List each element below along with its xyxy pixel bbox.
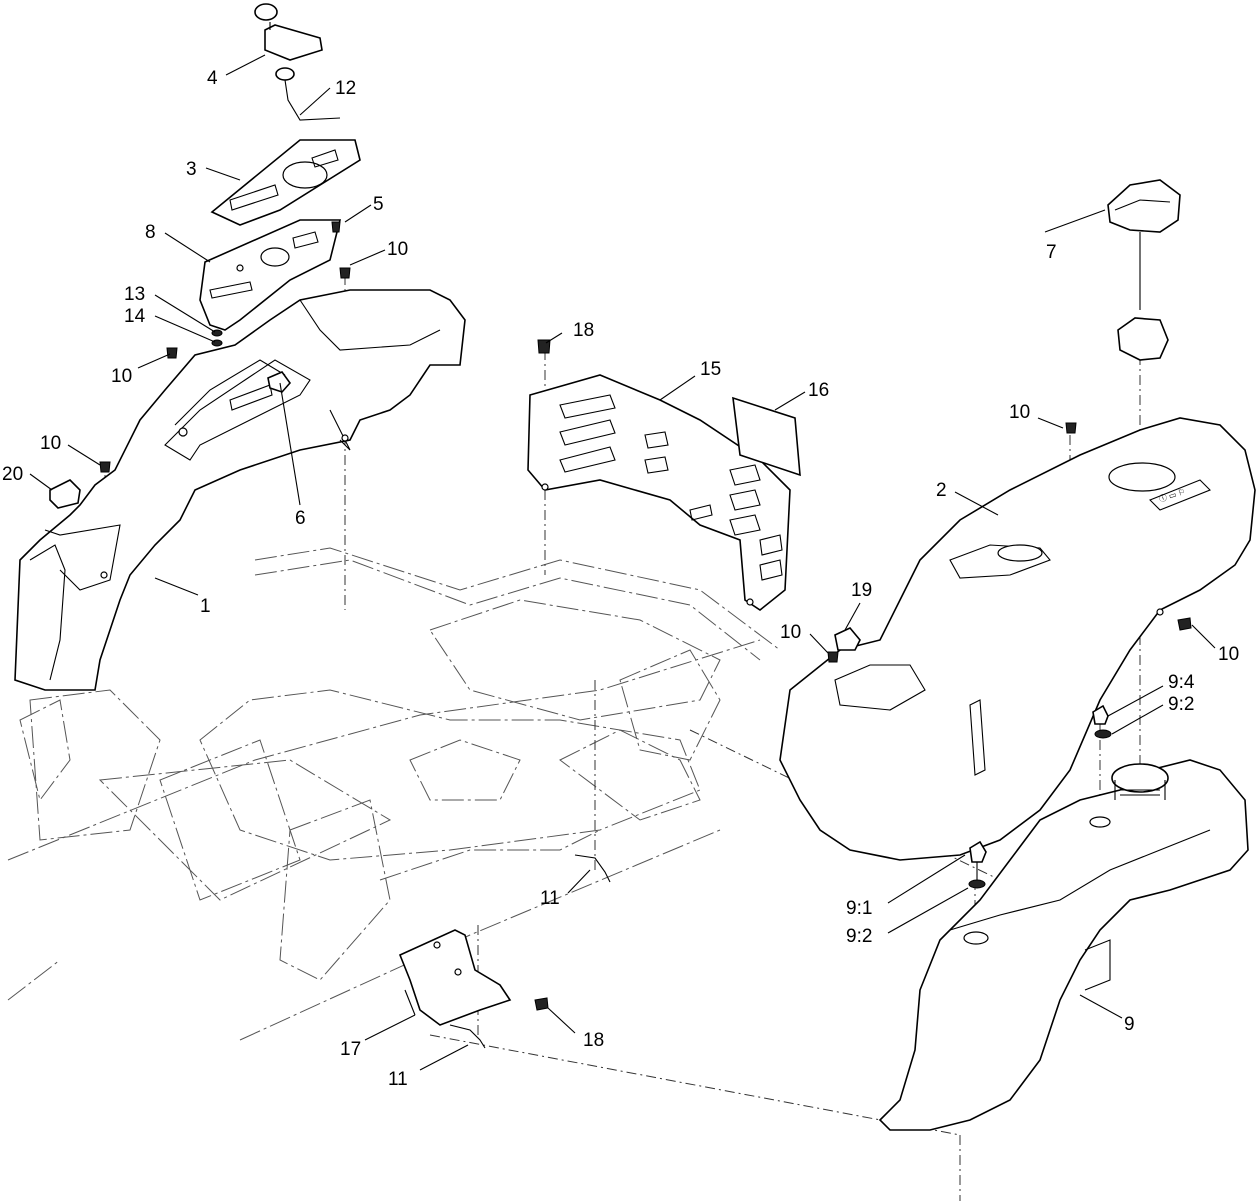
callout-9: 9 — [1124, 1014, 1135, 1035]
callout-8: 8 — [145, 222, 156, 243]
chassis-frame-phantom — [7, 547, 781, 1041]
callout-18-b: 18 — [583, 1030, 604, 1051]
callout-3: 3 — [186, 159, 197, 180]
callout-11-b: 11 — [388, 1069, 408, 1090]
callout-11-a: 11 — [540, 888, 560, 909]
callout-9-1: 9:1 — [846, 898, 872, 919]
left-fender-part-1 — [14, 289, 466, 691]
control-panel-part-8 — [199, 219, 342, 331]
callout-13: 13 — [124, 284, 145, 305]
callout-9-2-b: 9:2 — [846, 926, 872, 947]
callout-10-b: 10 — [111, 366, 132, 387]
callout-10-f: 10 — [1218, 644, 1239, 665]
callout-1: 1 — [200, 596, 211, 617]
fuel-cap-part-7 — [1107, 179, 1181, 361]
callout-6: 6 — [295, 508, 306, 529]
control-plate-part-3 — [210, 139, 361, 226]
callout-7: 7 — [1046, 242, 1057, 263]
callout-19: 19 — [851, 580, 872, 601]
callout-9-2-a: 9:2 — [1168, 694, 1194, 715]
callout-18-a: 18 — [573, 320, 594, 341]
decal-part-16 — [732, 396, 801, 477]
right-fender-part-2: ⓘ ▭ ⚐ — [779, 417, 1256, 861]
hardware-screws — [49, 221, 1192, 1011]
callout-labels: 4 12 3 5 8 10 13 14 10 10 20 1 6 18 15 1… — [2, 68, 1239, 1090]
throttle-control-part-4 — [254, 3, 341, 121]
leader-lines — [29, 54, 1216, 1071]
clip-parts-11 — [449, 854, 611, 1049]
callout-12: 12 — [335, 78, 356, 99]
callout-20: 20 — [2, 464, 23, 485]
callout-10-e: 10 — [780, 622, 801, 643]
callout-2: 2 — [936, 480, 947, 501]
seat-plate-part-15 — [527, 374, 791, 611]
callout-10-d: 10 — [1009, 402, 1030, 423]
callout-10-a: 10 — [387, 239, 408, 260]
callout-17: 17 — [340, 1039, 361, 1060]
callout-16: 16 — [808, 380, 829, 401]
fuel-tank-part-9 — [878, 759, 1249, 1131]
callout-4: 4 — [207, 68, 218, 89]
bracket-part-17 — [398, 929, 512, 1026]
callout-10-c: 10 — [40, 433, 61, 454]
callout-5: 5 — [373, 194, 384, 215]
callout-9-4: 9:4 — [1168, 672, 1195, 693]
fuel-fittings — [968, 704, 1112, 889]
callout-15: 15 — [700, 359, 721, 380]
callout-14: 14 — [124, 306, 146, 327]
